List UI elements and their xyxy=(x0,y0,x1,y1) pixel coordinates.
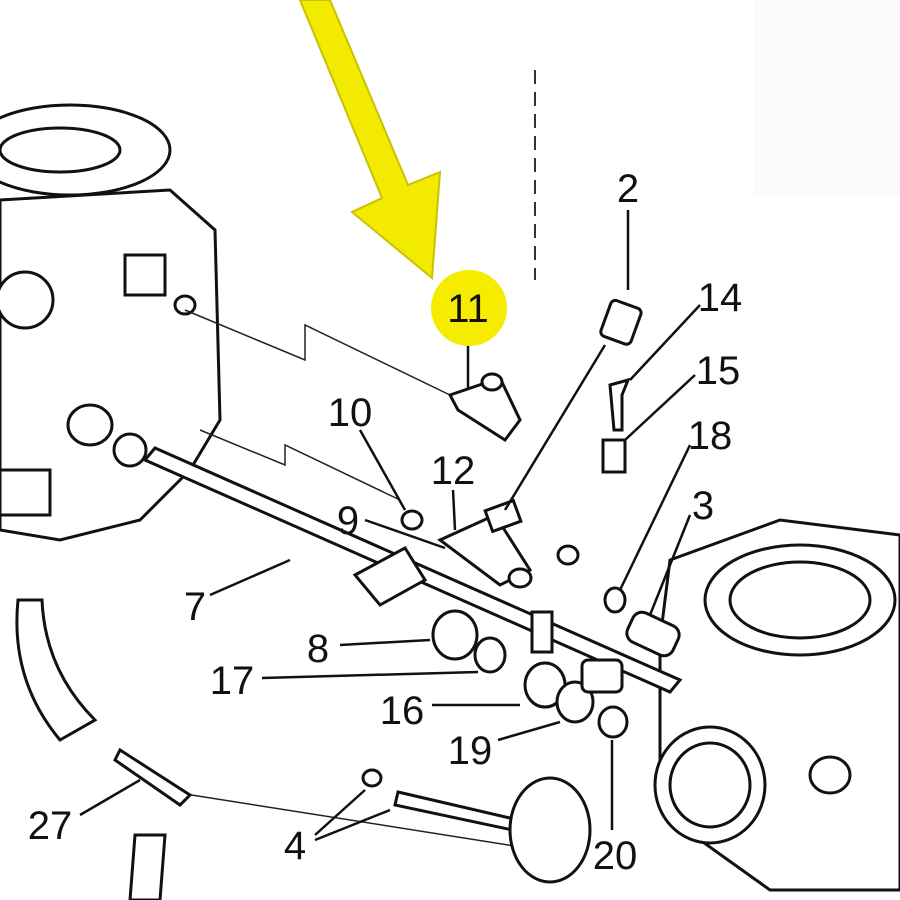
part-17-ring xyxy=(473,636,507,674)
label-8: 8 xyxy=(307,627,329,671)
label-10: 10 xyxy=(328,391,373,435)
label-7: 7 xyxy=(184,585,206,629)
label-4: 4 xyxy=(284,824,306,868)
label-27: 27 xyxy=(28,804,73,848)
part-14-screw xyxy=(608,377,631,432)
nut xyxy=(556,544,580,566)
routing-line xyxy=(159,789,541,851)
part-10-washer xyxy=(400,509,424,531)
label-17: 17 xyxy=(210,659,255,703)
label-11: 11 xyxy=(447,287,489,331)
right-carburetor xyxy=(653,518,900,892)
routing-line xyxy=(199,429,401,501)
routing-line xyxy=(184,309,451,396)
part-3-spring xyxy=(625,610,681,658)
highlight-arrow xyxy=(298,0,442,280)
hose xyxy=(128,833,167,900)
part-18-clip xyxy=(603,586,627,614)
part-15-spring xyxy=(601,438,627,474)
part-12-fitting xyxy=(437,498,533,589)
part-4-screw xyxy=(361,768,383,788)
diaphragm xyxy=(508,776,592,884)
left-carburetor xyxy=(0,103,222,742)
spring xyxy=(530,610,554,654)
label-12: 12 xyxy=(431,449,476,493)
lever-block xyxy=(580,658,624,694)
part-11-fitting xyxy=(447,372,522,443)
label-18: 18 xyxy=(688,414,733,458)
label-14: 14 xyxy=(698,276,743,320)
part-20-circlip xyxy=(597,705,629,739)
leader-lines xyxy=(79,210,701,842)
label-9: 9 xyxy=(337,499,359,543)
label-20: 20 xyxy=(593,834,638,878)
part-2-nut xyxy=(599,298,643,346)
label-2: 2 xyxy=(617,167,639,211)
label-3: 3 xyxy=(692,484,714,528)
part-27-nipple xyxy=(113,747,193,807)
part-9-lever xyxy=(352,546,428,607)
label-15: 15 xyxy=(696,349,741,393)
background-panel xyxy=(755,0,900,195)
part-8-bearing xyxy=(431,609,479,661)
label-16: 16 xyxy=(380,689,425,733)
label-19: 19 xyxy=(448,729,493,773)
highlight-circle xyxy=(431,270,507,346)
